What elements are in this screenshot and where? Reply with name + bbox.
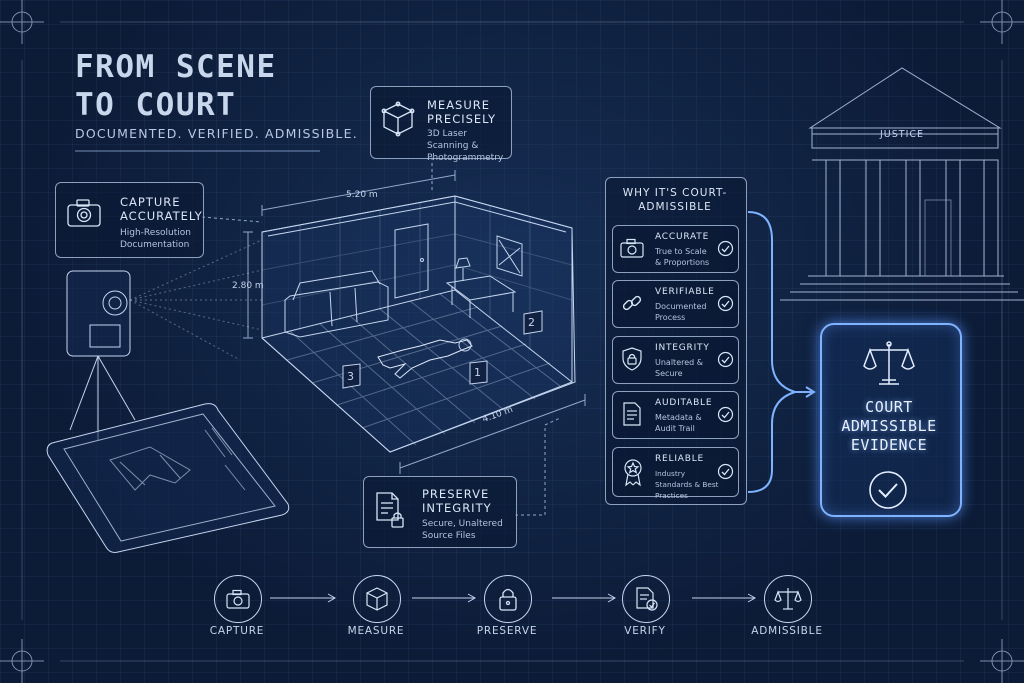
shield-lock-icon bbox=[622, 347, 642, 371]
chain-link-icon bbox=[622, 295, 642, 311]
accurate-heading: ACCURATE bbox=[655, 232, 710, 242]
columns bbox=[825, 159, 999, 277]
panel-item-reliable: RELIABLE Industry Standards & Best Pract… bbox=[612, 447, 739, 500]
evidence-marker-2: 2 bbox=[528, 316, 535, 329]
tablet-device bbox=[46, 403, 290, 553]
panel-item-integrity: INTEGRITY Unaltered & Secure bbox=[612, 336, 739, 384]
measure-subtext: 3D Laser Scanning & Photogrammetry bbox=[427, 129, 504, 163]
court-line-1: COURT bbox=[865, 398, 913, 416]
step-verify-label: VERIFY bbox=[624, 625, 666, 637]
court-admissible-text: COURT ADMISSIBLE EVIDENCE bbox=[820, 398, 958, 455]
height-dimension-label: 2.80 m bbox=[232, 281, 264, 291]
check-circle-icon bbox=[869, 471, 907, 509]
check-circle-icon bbox=[717, 351, 734, 368]
document-icon bbox=[623, 402, 641, 426]
cube-icon bbox=[366, 587, 388, 611]
panel-item-verifiable: VERIFIABLE Documented Process bbox=[612, 280, 739, 328]
check-circle-icon bbox=[717, 240, 734, 257]
page-title: FROM SCENE TO COURT bbox=[75, 48, 277, 124]
check-circle-icon bbox=[717, 463, 734, 480]
camera-icon bbox=[67, 199, 101, 227]
check-circle-icon bbox=[717, 406, 734, 423]
body-outline bbox=[377, 339, 473, 379]
document-check-icon bbox=[636, 587, 658, 611]
step-capture-circle bbox=[214, 575, 262, 623]
sofa bbox=[284, 270, 389, 338]
evidence-markers bbox=[342, 310, 543, 389]
reliable-heading: RELIABLE bbox=[655, 454, 705, 464]
verifiable-subtext: Documented Process bbox=[655, 302, 707, 322]
crime-scene-room bbox=[243, 170, 586, 474]
preserve-heading: PRESERVE INTEGRITY bbox=[422, 487, 492, 515]
step-admissible-circle bbox=[764, 575, 812, 623]
award-badge-icon bbox=[624, 459, 642, 487]
measure-card: MEASURE PRECISELY 3D Laser Scanning & Ph… bbox=[370, 86, 512, 163]
dashed-connectors bbox=[201, 157, 561, 516]
evidence-marker-1: 1 bbox=[474, 366, 481, 379]
capture-card: CAPTURE ACCURATELY High-Resolution Docum… bbox=[55, 182, 204, 258]
preserve-subtext: Secure, Unaltered Source Files bbox=[422, 519, 503, 541]
integrity-subtext: Unaltered & Secure bbox=[655, 358, 704, 378]
step-verify-circle bbox=[622, 575, 670, 623]
courthouse-label: JUSTICE bbox=[880, 129, 925, 140]
capture-subtext: High-Resolution Documentation bbox=[120, 228, 191, 250]
camera-icon bbox=[226, 589, 250, 609]
panel-item-auditable: AUDITABLE Metadata & Audit Trail bbox=[612, 391, 739, 439]
scales-icon bbox=[863, 341, 915, 385]
step-measure-circle bbox=[353, 575, 401, 623]
lock-icon bbox=[499, 588, 517, 611]
verifiable-heading: VERIFIABLE bbox=[655, 287, 715, 297]
measure-heading: MEASURE PRECISELY bbox=[427, 98, 497, 126]
step-preserve-label: PRESERVE bbox=[476, 625, 538, 637]
step-preserve-circle bbox=[484, 575, 532, 623]
step-admissible-label: ADMISSIBLE bbox=[751, 625, 823, 637]
integrity-heading: INTEGRITY bbox=[655, 343, 710, 353]
capture-heading: CAPTURE ACCURATELY bbox=[120, 195, 203, 223]
step-capture-label: CAPTURE bbox=[209, 625, 265, 637]
document-lock-icon bbox=[376, 492, 404, 528]
glow-bracket bbox=[747, 211, 816, 493]
auditable-subtext: Metadata & Audit Trail bbox=[655, 413, 702, 433]
camera-icon bbox=[620, 238, 644, 258]
width-dimension-label: 5.20 m bbox=[346, 190, 378, 200]
auditable-heading: AUDITABLE bbox=[655, 398, 713, 408]
step-arrows bbox=[270, 593, 757, 603]
reliable-subtext: Industry Standards & Best Practices bbox=[655, 469, 719, 500]
accurate-subtext: True to Scale & Proportions bbox=[655, 247, 710, 267]
dimension-lines bbox=[243, 170, 586, 474]
laser-scanner-camera bbox=[66, 239, 263, 440]
panel-title: WHY IT'S COURT-ADMISSIBLE bbox=[622, 187, 728, 213]
court-line-3: EVIDENCE bbox=[850, 436, 928, 454]
cube-icon bbox=[381, 101, 415, 137]
title-line-1: FROM SCENE bbox=[75, 49, 277, 85]
court-admissible-box bbox=[820, 323, 962, 517]
title-line-2: TO COURT bbox=[75, 87, 237, 123]
step-measure-label: MEASURE bbox=[347, 625, 405, 637]
panel-item-accurate: ACCURATE True to Scale & Proportions bbox=[612, 225, 739, 273]
scales-icon bbox=[774, 588, 802, 610]
page-subtitle: DOCUMENTED. VERIFIED. ADMISSIBLE. bbox=[75, 126, 358, 141]
court-line-2: ADMISSIBLE bbox=[841, 417, 937, 435]
courthouse bbox=[780, 67, 1024, 301]
evidence-marker-3: 3 bbox=[347, 370, 354, 383]
check-circle-icon bbox=[717, 295, 734, 312]
preserve-card: PRESERVE INTEGRITY Secure, Unaltered Sou… bbox=[363, 476, 517, 548]
